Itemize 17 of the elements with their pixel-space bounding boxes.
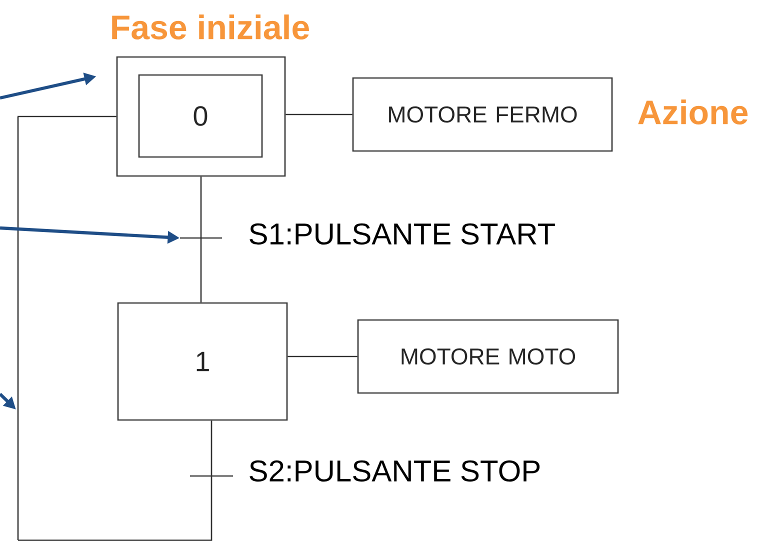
connector-line [210, 420, 212, 476]
connector-line [200, 238, 202, 302]
step-box: 0 [138, 74, 263, 158]
annotation: Azione [638, 100, 748, 124]
annotation: Fase iniziale [112, 14, 309, 40]
connector-line [17, 116, 116, 118]
connector-line [286, 114, 352, 116]
connector-line [200, 176, 202, 238]
action-box: MOTORE MOTO [357, 319, 619, 394]
initial-step-box [116, 56, 286, 177]
connector-line [18, 476, 212, 541]
transition-label: S2:PULSANTE STOP [250, 460, 540, 482]
transition-label: S1:PULSANTE START [250, 223, 555, 245]
connector-line [288, 356, 358, 358]
action-box: MOTORE FERMO [352, 77, 613, 152]
step-box: 1 [117, 302, 288, 421]
return-line [17, 117, 19, 540]
